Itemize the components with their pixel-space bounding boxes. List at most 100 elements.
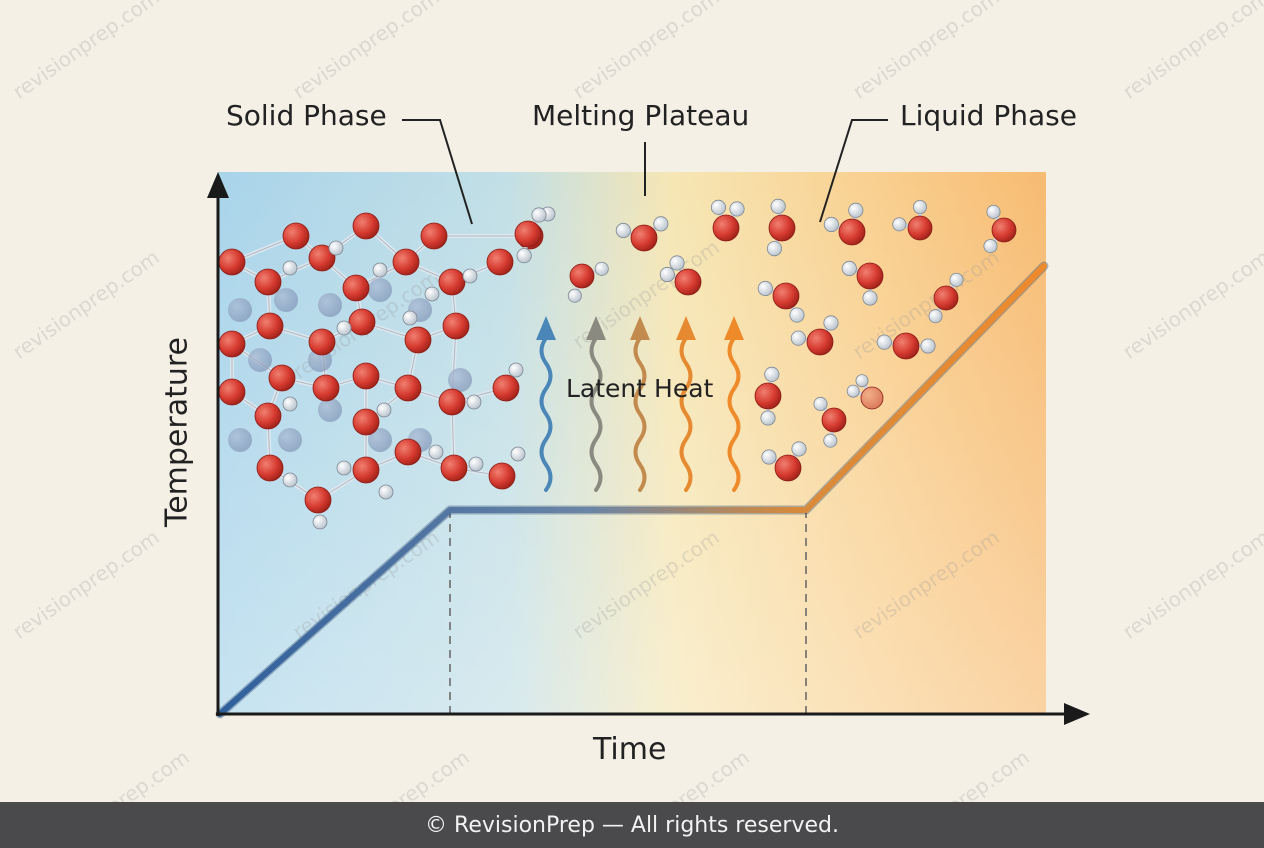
copyright-footer: © RevisionPrep — All rights reserved. (0, 802, 1264, 848)
oxygen-atom (630, 224, 658, 252)
oxygen-atom (394, 438, 422, 466)
water-molecule (841, 260, 884, 306)
oxygen-atom (806, 328, 834, 356)
hydrogen-atom (813, 396, 828, 411)
hydrogen-atom (764, 366, 780, 382)
water-molecule (754, 366, 782, 426)
water-molecule (761, 441, 807, 482)
hydrogen-atom (876, 334, 892, 350)
hydrogen-atom (791, 441, 807, 457)
watermark-text: revisionprep.com (848, 0, 1003, 104)
hydrogen-atom (760, 410, 776, 426)
oxygen-atom (312, 374, 340, 402)
lattice-oxygen-atom-background (228, 428, 252, 452)
water-molecule (790, 315, 839, 356)
water-molecule (813, 396, 847, 448)
oxygen-atom (256, 312, 284, 340)
heat-wave-arrowhead (676, 316, 696, 340)
watermark-text: revisionprep.com (568, 0, 723, 104)
water-molecule (983, 204, 1017, 254)
oxygen-atom (404, 326, 432, 354)
oxygen-atom (218, 330, 246, 358)
lattice-oxygen-atom-background (368, 278, 392, 302)
water-molecule (846, 374, 884, 410)
lattice-oxygen-atom-background (228, 298, 252, 322)
oxygen-atom (856, 262, 884, 290)
oxygen-atom (774, 454, 802, 482)
oxygen-atom (674, 268, 702, 296)
plot-background-fade (218, 172, 1046, 714)
oxygen-atom (438, 388, 466, 416)
hydrogen-atom (855, 374, 869, 388)
oxygen-atom (933, 285, 959, 311)
watermark-text: revisionprep.com (8, 245, 163, 364)
oxygen-atom (768, 214, 796, 242)
water-molecule (766, 198, 796, 257)
water-molecule (615, 216, 669, 252)
hydrogen-atom (615, 222, 631, 239)
hydrogen-atom (402, 310, 418, 326)
oxygen-atom (892, 332, 920, 360)
hydrogen-atom (468, 456, 484, 472)
heating-curve (217, 263, 1047, 717)
oxygen-atom (514, 220, 542, 248)
hydrogen-atom (823, 315, 839, 331)
latent-heat-arrows (536, 316, 744, 492)
hydrogen-atom (594, 261, 609, 276)
hydrogen-atom (669, 255, 685, 271)
oxygen-atom (352, 456, 380, 484)
hydrogen-atom (892, 217, 907, 232)
oxygen-atom (486, 248, 514, 276)
lattice-oxygen-atom-background (448, 368, 472, 392)
hydrogen-atom (757, 280, 773, 297)
oxygen-atom (860, 386, 884, 410)
hydrogen-atom (328, 240, 344, 256)
heat-wave-arrow-shaft (679, 336, 693, 492)
hydrogen-atom (372, 262, 388, 278)
hydrogen-atom (983, 239, 998, 254)
x-axis-arrowhead (1064, 703, 1090, 725)
oxygen-atom (348, 308, 376, 336)
lattice-oxygen-atom-background (318, 293, 342, 317)
hydrogen-atom (920, 338, 936, 354)
heat-wave-arrow-shaft (727, 336, 741, 492)
oxygen-atom (304, 486, 332, 514)
y-axis-arrowhead (207, 172, 229, 198)
oxygen-atom (442, 312, 470, 340)
oxygen-atom (821, 407, 847, 433)
hydrogen-atom (312, 514, 328, 530)
hydrogen-atom (729, 201, 745, 217)
hydrogen-atom (761, 449, 777, 465)
heat-wave-arrow-shaft (589, 336, 603, 492)
hydrogen-atom (378, 484, 394, 500)
hydrogen-atom (531, 207, 547, 223)
oxygen-atom (438, 268, 466, 296)
oxygen-atom (218, 378, 246, 406)
x-axis-label: Time (593, 732, 667, 767)
watermark-text: revisionprep.com (1118, 525, 1264, 644)
oxygen-atom (256, 454, 284, 482)
liquid-phase-label: Liquid Phase (900, 99, 1077, 132)
lattice-oxygen-atom-background (248, 348, 272, 372)
oxygen-atom (254, 268, 282, 296)
water-molecule (876, 332, 936, 360)
hydrogen-atom (862, 290, 878, 306)
oxygen-atom (392, 248, 420, 276)
y-axis-label: Temperature (159, 336, 195, 528)
watermark-text: revisionprep.com (8, 525, 163, 644)
heat-wave-arrowhead (586, 316, 606, 340)
oxygen-atom (352, 362, 380, 390)
heat-wave-arrowhead (724, 316, 744, 340)
oxygen-atom (352, 212, 380, 240)
oxygen-atom (342, 274, 370, 302)
oxygen-atom (754, 382, 782, 410)
oxygen-atom (712, 214, 740, 242)
hydrogen-atom (567, 288, 582, 303)
hydrogen-atom (848, 202, 864, 218)
hydrogen-atom (928, 309, 943, 324)
melting-plateau-label: Melting Plateau (532, 99, 750, 132)
oxygen-atom (420, 222, 448, 250)
oxygen-atom (394, 374, 422, 402)
water-molecule (823, 202, 866, 246)
